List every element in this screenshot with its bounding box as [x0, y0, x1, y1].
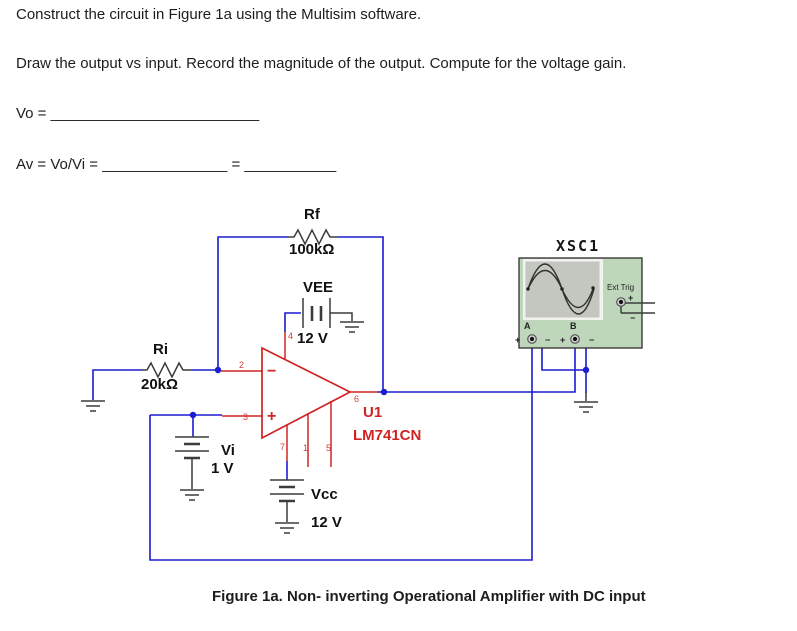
oscilloscope-waveforms — [526, 263, 595, 315]
resistor-ri-zigzag — [142, 361, 191, 379]
vcc-ref-label: Vcc — [311, 486, 338, 503]
av-equals: = — [227, 156, 245, 173]
wire-feedback-left — [217, 236, 288, 370]
oscilloscope-xsc1 — [518, 257, 655, 349]
ext-trig-connector-center — [618, 299, 624, 305]
opamp-noninverting-sign: + — [267, 408, 277, 425]
wires — [92, 236, 587, 561]
ground-vee — [330, 312, 364, 333]
wave-marker-left — [526, 287, 530, 291]
rf-ref-label: Rf — [304, 206, 320, 223]
wave-marker-mid — [560, 287, 564, 291]
ground-vcc — [275, 501, 299, 534]
resistor-rf — [288, 228, 338, 246]
opamp-triangle — [261, 346, 352, 440]
vcc-value-label: 12 V — [311, 514, 342, 531]
pin-2-label: 2 — [239, 360, 245, 370]
channel-b-plus: + — [560, 335, 566, 345]
vi-ref-label: Vi — [221, 442, 235, 459]
instruction-line-2: Draw the output vs input. Record the mag… — [16, 55, 627, 72]
scope-ref-label: XSC1 — [556, 237, 601, 255]
channel-a-connector-center — [529, 336, 535, 342]
battery-vi — [175, 436, 209, 460]
battery-vcc — [270, 479, 304, 503]
battery-vee — [302, 298, 331, 328]
av-line: Av = Vo/Vi = _______________ = _________… — [16, 156, 336, 175]
vee-ref-label: VEE — [303, 279, 334, 296]
channel-a-plus: + — [515, 335, 521, 345]
vo-line: Vo = _________________________ — [16, 105, 259, 124]
ground-input — [81, 400, 105, 412]
opamp-ref-label: U1 — [363, 404, 383, 421]
vi-value-label: 1 V — [211, 460, 234, 477]
pin-5-label: 5 — [326, 443, 332, 453]
vo-label: Vo = — [16, 105, 51, 122]
junction-scope-ground-node — [582, 366, 590, 374]
wire-ri-left — [92, 369, 142, 400]
pin-4-label: 4 — [288, 331, 294, 341]
ext-trig-plus: + — [628, 293, 634, 303]
ground-scope — [574, 392, 598, 413]
wave-marker-right — [591, 286, 595, 290]
wire-vee-lead — [284, 312, 301, 332]
opamp-u1 — [221, 332, 378, 467]
channel-a-minus: − — [545, 335, 551, 345]
ground-vi — [180, 458, 204, 501]
vee-value-label: 12 V — [297, 330, 328, 347]
ext-trig-leads — [620, 302, 655, 314]
channel-b-minus: − — [589, 335, 595, 345]
junction-input-node — [189, 411, 197, 419]
channel-a-label: A — [524, 321, 531, 331]
junction-dots — [189, 366, 590, 419]
vo-blank[interactable]: _________________________ — [50, 105, 260, 122]
wire-input-to-scope-a — [149, 343, 533, 561]
channel-b-label: B — [570, 321, 577, 331]
wire-feedback-right — [338, 236, 384, 392]
ext-trig-label: Ext Trig — [607, 283, 635, 292]
opamp-part-label: LM741CN — [353, 427, 422, 444]
rf-value-label: 100kΩ — [289, 241, 335, 258]
av-label: Av = Vo/Vi = — [16, 156, 103, 173]
av-blank-1[interactable]: _______________ — [102, 156, 228, 173]
instruction-line-1: Construct the circuit in Figure 1a using… — [16, 6, 422, 23]
pin-3-label: 3 — [243, 412, 249, 422]
ext-trig-minus: − — [630, 313, 636, 323]
junction-output-node — [380, 388, 388, 396]
resistor-rf-zigzag — [288, 228, 338, 246]
ri-ref-label: Ri — [153, 341, 168, 358]
av-blank-2[interactable]: ___________ — [244, 156, 337, 173]
ri-value-label: 20kΩ — [141, 376, 179, 393]
figure-caption: Figure 1a. Non- inverting Operational Am… — [212, 588, 646, 605]
resistor-ri — [142, 361, 191, 379]
pin-7-label: 7 — [280, 442, 286, 452]
channel-b-connector-center — [572, 336, 578, 342]
junction-inverting-node — [214, 366, 222, 374]
pin-1-label: 1 — [303, 443, 309, 453]
pin-6-label: 6 — [354, 394, 360, 404]
opamp-inverting-sign: − — [267, 363, 277, 380]
wire-output-to-scope-b — [377, 343, 576, 393]
